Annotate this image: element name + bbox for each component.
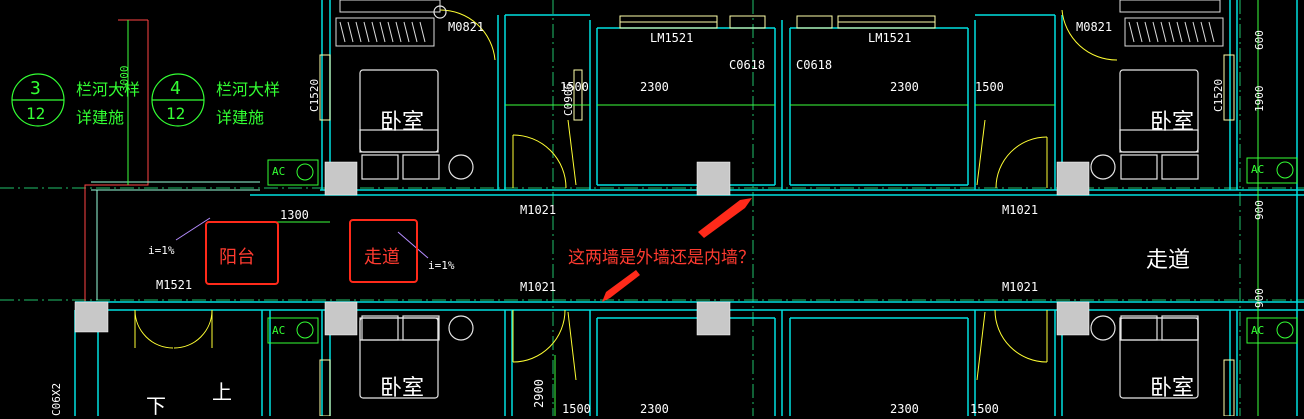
detail-ref-b: 详建施 <box>216 108 265 127</box>
doors <box>134 9 1118 381</box>
door-m1021-ul: M1021 <box>520 203 557 217</box>
detail-number-4: 4 <box>170 78 181 99</box>
dim-2300-right: 2300 <box>890 80 919 94</box>
dim-2300-bl: 2300 <box>640 402 669 416</box>
room-bedroom-ul: 卧室 <box>380 110 425 135</box>
beds <box>359 5 1199 399</box>
stair-down: 下 <box>146 394 166 418</box>
dim-2900: 2900 <box>532 379 546 408</box>
stair-up: 上 <box>212 380 232 404</box>
dim-1500-right: 1500 <box>975 80 1004 94</box>
slope-corridor: i=1% <box>428 259 455 272</box>
slope-balcony: i=1% <box>148 244 175 257</box>
detail-circles <box>11 73 205 127</box>
dim-900-a: 900 <box>1253 200 1266 220</box>
detail-sheet-12-a: 12 <box>26 104 46 123</box>
slope-arrows <box>175 217 429 259</box>
dim-1900: 1900 <box>1253 85 1266 113</box>
ac-label-4: AC <box>1251 324 1265 337</box>
window-c0618-right: C0618 <box>796 58 833 72</box>
balcony-rail <box>91 181 260 300</box>
dim-1300: 1300 <box>280 208 309 222</box>
window-c0618-left: C0618 <box>729 58 766 72</box>
room-bedroom-ll: 卧室 <box>380 376 425 401</box>
window-c1520-left: C1520 <box>308 78 321 112</box>
dim-900-b: 900 <box>1253 288 1266 308</box>
annotation-question: 这两墙是外墙还是内墙？ <box>568 248 755 268</box>
door-lm1521-left: LM1521 <box>650 31 694 45</box>
ac-units <box>267 157 1298 344</box>
door-m1521: M1521 <box>156 278 193 292</box>
detail-sheet-12-b: 12 <box>166 104 186 123</box>
dim-1500-br: 1500 <box>970 402 999 416</box>
door-m1021-lr: M1021 <box>1002 280 1039 294</box>
dimension-lines <box>127 0 1259 416</box>
dim-3000: 3000 <box>118 65 131 93</box>
room-bedroom-lr: 卧室 <box>1150 376 1195 401</box>
room-corridor-right: 走道 <box>1146 248 1191 273</box>
door-m0821-right: M0821 <box>1076 20 1113 34</box>
window-c0906: C0906 <box>562 82 575 116</box>
door-m0821-left: M0821 <box>448 20 485 34</box>
ac-label-1: AC <box>272 165 286 178</box>
columns <box>74 161 1090 336</box>
dim-1500-left: 1500 <box>560 80 589 94</box>
annotation-balcony: 阳台 <box>219 247 255 268</box>
dim-2300-left: 2300 <box>640 80 669 94</box>
railing-label-b: 栏河大样 <box>216 80 281 99</box>
annotation-corridor: 走道 <box>364 247 400 268</box>
door-m1021-ur: M1021 <box>1002 203 1039 217</box>
dim-2300-br: 2300 <box>890 402 919 416</box>
window-c06x2: C06X2 <box>50 382 63 416</box>
room-bedroom-ur: 卧室 <box>1150 110 1195 135</box>
ac-label-2: AC <box>272 324 286 337</box>
detail-number-3: 3 <box>30 78 41 99</box>
annotation-boxes <box>205 219 418 285</box>
dim-1500-bl: 1500 <box>562 402 591 416</box>
door-m1021-ll: M1021 <box>520 280 557 294</box>
ac-label-3: AC <box>1251 163 1265 176</box>
window-c1520-right: C1520 <box>1212 78 1225 112</box>
annotation-arrows <box>602 198 752 302</box>
detail-ref-a: 详建施 <box>76 108 125 127</box>
dim-600: 600 <box>1253 30 1266 50</box>
door-lm1521-right: LM1521 <box>868 31 912 45</box>
railing-label-a: 栏河大样 <box>76 80 141 99</box>
window-openings <box>319 15 1235 416</box>
